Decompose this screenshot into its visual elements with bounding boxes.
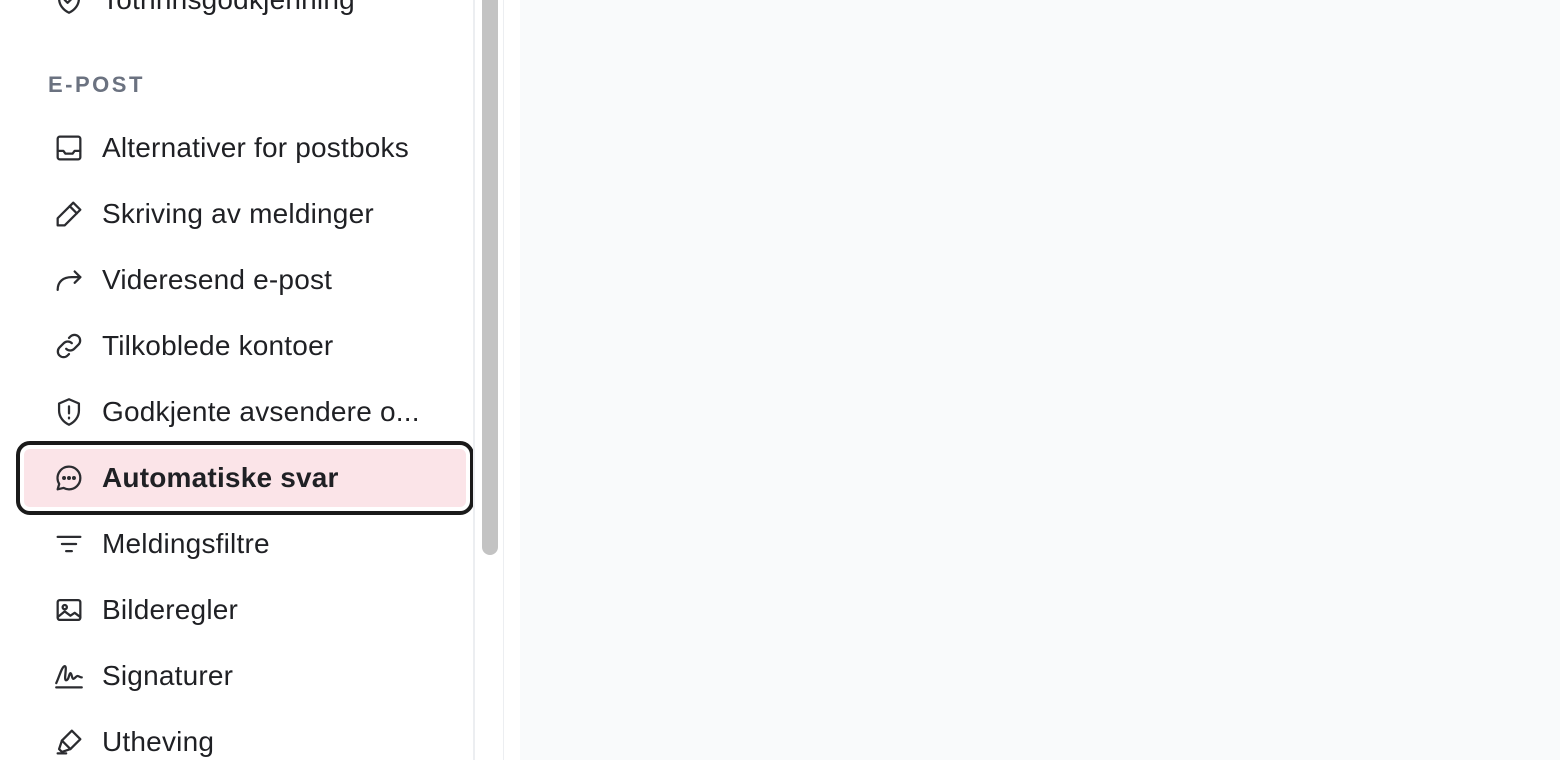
sidebar-item-skriving-av-meldinger[interactable]: Skriving av meldinger bbox=[24, 185, 466, 243]
sidebar-item-label: Bilderegler bbox=[102, 594, 239, 625]
sidebar-item-label: Automatiske svar bbox=[102, 462, 339, 493]
sidebar-item-alternativer-for-postboks[interactable]: Alternativer for postboks bbox=[24, 119, 466, 177]
settings-sidebar: Totrinnsgodkjenning E-POST Alternativer … bbox=[0, 0, 475, 760]
forward-arrow-icon bbox=[52, 263, 86, 297]
sidebar-item-label: Skriving av meldinger bbox=[102, 198, 374, 229]
sidebar-scrollbar[interactable] bbox=[476, 0, 504, 760]
sidebar-item-bilderegler[interactable]: Bilderegler bbox=[24, 581, 466, 639]
sidebar-item-label: Meldingsfiltre bbox=[102, 528, 270, 559]
filter-icon bbox=[52, 527, 86, 561]
inbox-icon bbox=[52, 131, 86, 165]
section-title-e-post: E-POST bbox=[48, 72, 145, 97]
sidebar-item-videresend-e-post[interactable]: Videresend e-post bbox=[24, 251, 466, 309]
sidebar-item-automatiske-svar[interactable]: Automatiske svar bbox=[16, 441, 473, 515]
chat-bubble-icon bbox=[52, 461, 86, 495]
signature-icon bbox=[52, 659, 86, 693]
link-icon bbox=[52, 329, 86, 363]
scrollbar-thumb[interactable] bbox=[482, 0, 498, 555]
sidebar-item-label: Godkjente avsendere o... bbox=[102, 396, 420, 427]
shield-check-icon bbox=[52, 0, 86, 17]
sidebar-item-label: Alternativer for postboks bbox=[102, 132, 409, 163]
sidebar-item-label: Signaturer bbox=[102, 660, 234, 691]
sidebar-item-label: Totrinnsgodkjenning bbox=[102, 0, 355, 17]
sidebar-item-totrinnsgodkjenning[interactable]: Totrinnsgodkjenning bbox=[24, 0, 466, 29]
sidebar-item-tilkoblede-kontoer[interactable]: Tilkoblede kontoer bbox=[24, 317, 466, 375]
highlighter-icon bbox=[52, 725, 86, 759]
sidebar-item-label: Tilkoblede kontoer bbox=[102, 330, 334, 361]
sidebar-item-label: Videresend e-post bbox=[102, 264, 333, 295]
image-icon bbox=[52, 593, 86, 627]
sidebar-item-label: Utheving bbox=[102, 726, 215, 757]
sidebar-item-utheving[interactable]: Utheving bbox=[24, 713, 466, 760]
sidebar-item-godkjente-avsendere[interactable]: Godkjente avsendere o... bbox=[24, 383, 466, 441]
pencil-icon bbox=[52, 197, 86, 231]
sidebar-item-signaturer[interactable]: Signaturer bbox=[24, 647, 466, 705]
sidebar-item-meldingsfiltre[interactable]: Meldingsfiltre bbox=[24, 515, 466, 573]
settings-content-pane bbox=[520, 0, 1560, 760]
shield-alert-icon bbox=[52, 395, 86, 429]
